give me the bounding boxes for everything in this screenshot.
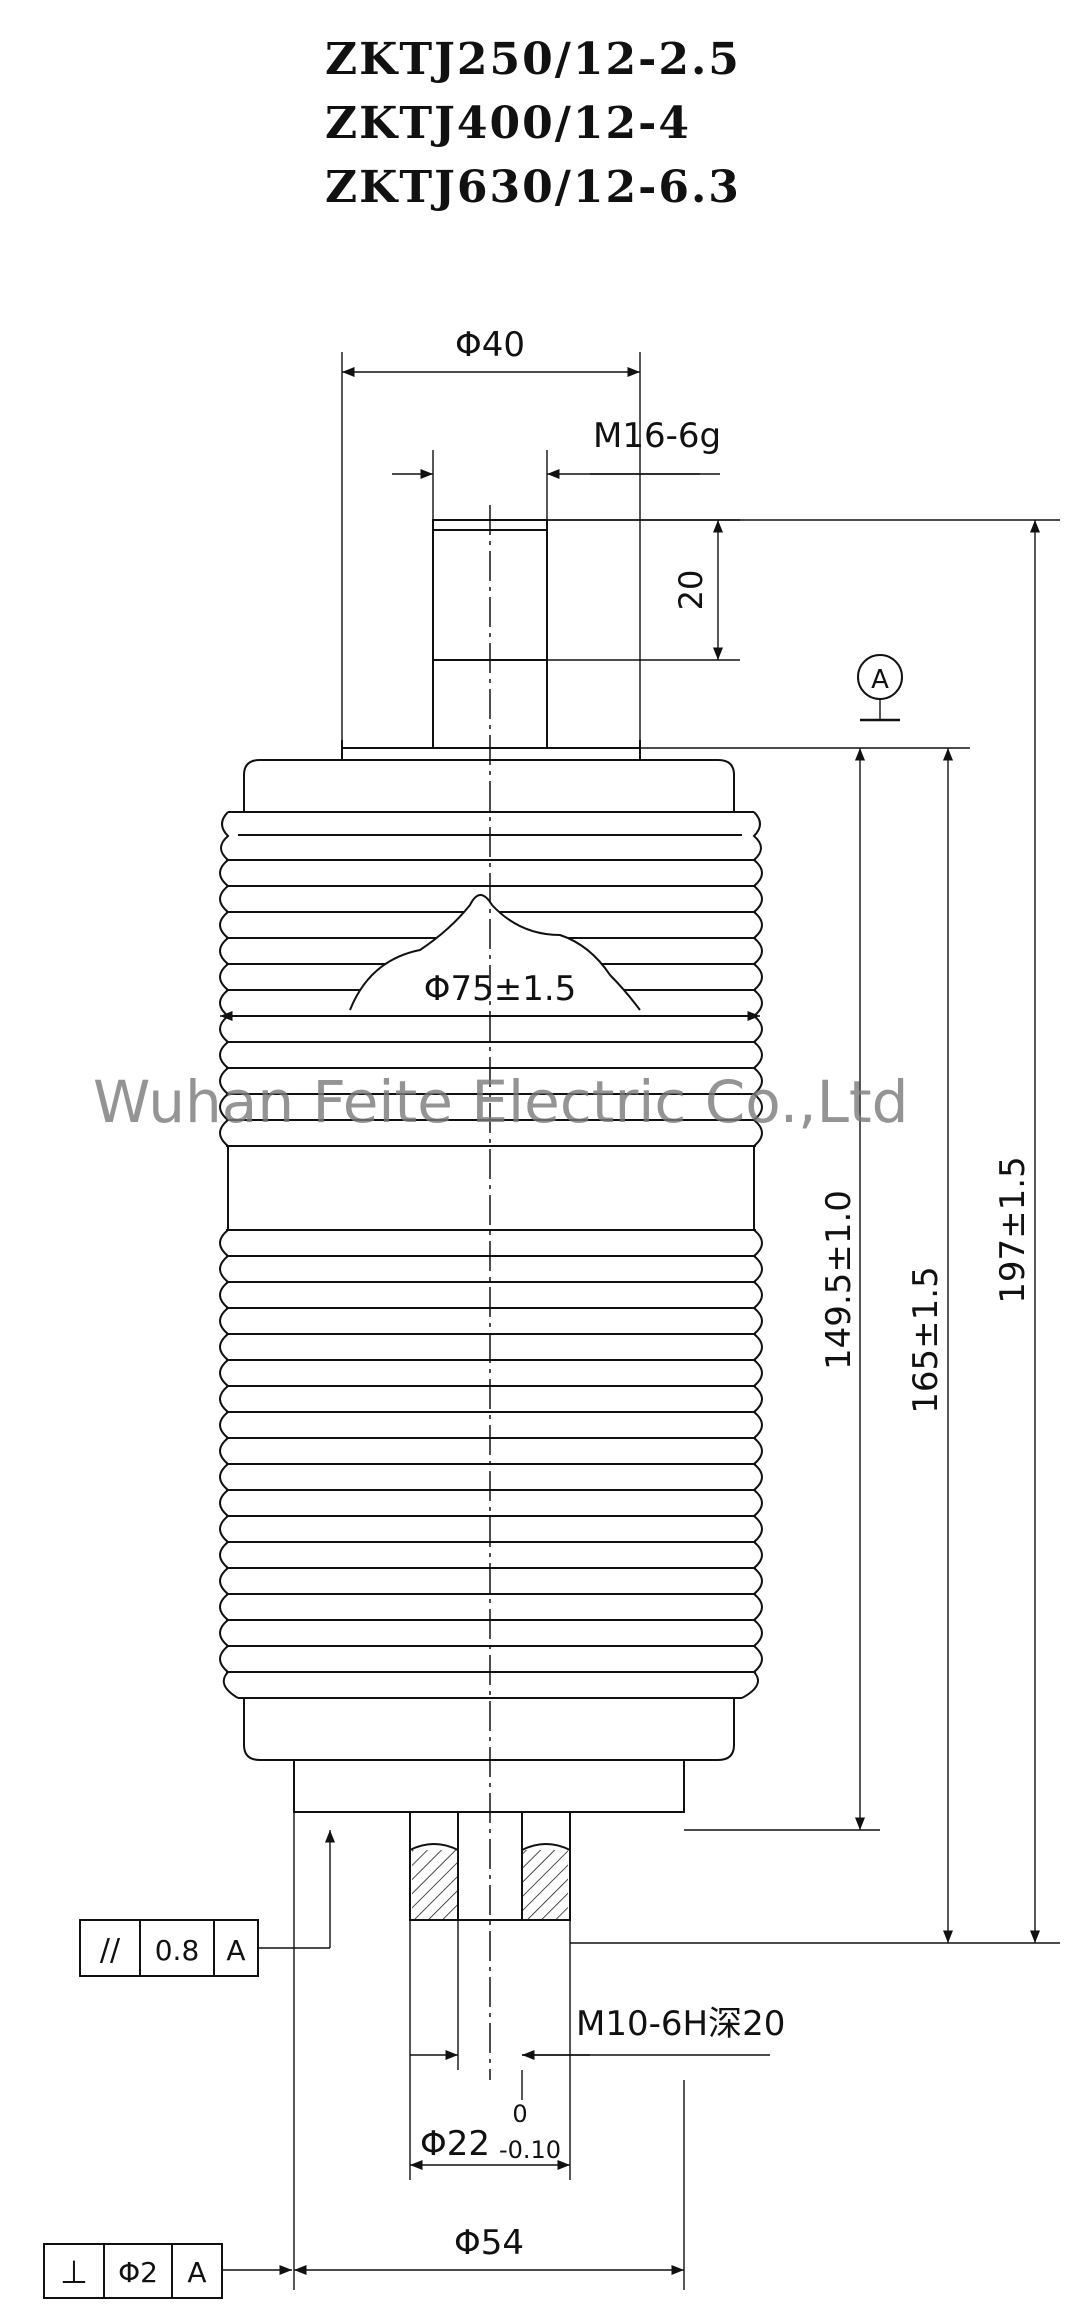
- dim-thread-m16: M16-6g: [593, 416, 721, 456]
- parallelism-frame: // 0.8 A: [79, 1919, 259, 1977]
- watermark: Wuhan Feite Electric Co.,Ltd: [93, 1068, 908, 1136]
- bottom-flange: [293, 1759, 685, 1813]
- dim-diameter-54: Φ54: [454, 2223, 524, 2263]
- model-title-3: ZKTJ630/12-6.3: [325, 162, 741, 213]
- parallelism-datum: A: [226, 1934, 245, 1967]
- model-titles: ZKTJ250/12-2.5 ZKTJ400/12-4 ZKTJ630/12-6…: [325, 28, 741, 220]
- perpendicularity-frame: ⊥ Φ2 A: [43, 2243, 223, 2299]
- dim-diameter-22-upper-tol: 0: [512, 2100, 527, 2128]
- parallelism-value: 0.8: [155, 1934, 200, 1967]
- dim-diameter-22-lower-tol: -0.10: [499, 2136, 561, 2164]
- datum-a-top: A: [871, 665, 889, 695]
- dim-thread-m10: M10-6H深20: [576, 2004, 785, 2044]
- perpendicularity-value: Φ2: [118, 2256, 158, 2289]
- upper-cap: [243, 759, 735, 813]
- dim-diameter-75: Φ75±1.5: [424, 969, 577, 1009]
- model-title-2: ZKTJ400/12-4: [325, 98, 691, 149]
- lower-cap: [243, 1698, 735, 1761]
- model-title-1: ZKTJ250/12-2.5: [325, 34, 741, 85]
- dim-thread-length-20: 20: [672, 570, 710, 611]
- perpendicularity-symbol: ⊥: [60, 2253, 88, 2291]
- dim-height-149: 149.5±1.0: [819, 1190, 859, 1370]
- dim-height-165: 165±1.5: [906, 1266, 946, 1413]
- dim-height-197: 197±1.5: [993, 1156, 1033, 1303]
- parallelism-symbol: //: [100, 1933, 121, 1968]
- dim-diameter-40: Φ40: [455, 325, 525, 365]
- section-break-cloud: [349, 894, 641, 1011]
- dim-diameter-22: Φ22: [420, 2124, 490, 2164]
- perpendicularity-datum: A: [187, 2256, 206, 2289]
